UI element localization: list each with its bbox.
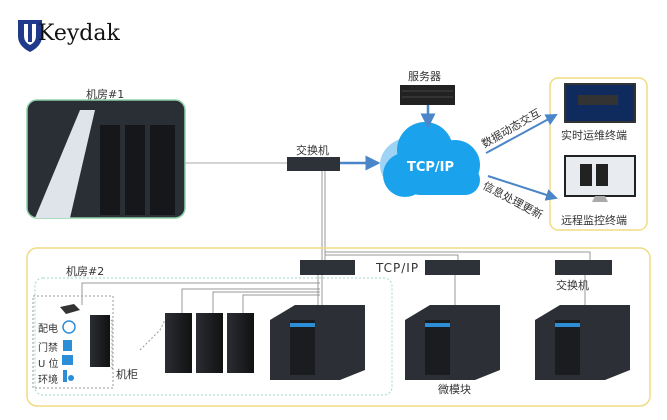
server-label: 服务器 [408,70,441,83]
monitor-item: 环境 [38,375,58,386]
micro-modules [270,305,630,380]
monitor-item: 配电 [38,324,58,335]
room1-label: 机房#1 [86,88,125,101]
micro-module-label: 微模块 [438,383,471,396]
cloud [380,122,480,197]
switch-2 [300,260,355,275]
racks [165,313,254,373]
cabinet-label: 机柜 [116,368,138,381]
switch-4 [555,260,612,275]
room2-label: 机房#2 [66,265,105,278]
sensor-device [60,304,80,314]
logo-text: Keydak [38,21,120,46]
monitor-item: U 位 [38,359,59,370]
switch-3 [425,260,480,275]
cabinet-small [90,315,110,367]
monitor-item: 门禁 [38,343,58,354]
terminal-panel [549,77,648,231]
bus-label: TCP/IP [376,261,420,275]
terminal-label-1: 实时运维终端 [561,129,627,142]
terminal-label-2: 远程监控终端 [561,214,627,227]
room2-area [26,247,651,407]
server-device [400,85,455,105]
monitor-icons [62,320,76,382]
switch-right-label: 交换机 [556,279,589,292]
switch-top [287,157,340,171]
logo-icon [18,20,42,52]
switch-top-label: 交换机 [296,144,329,157]
cloud-label: TCP/IP [407,160,455,175]
